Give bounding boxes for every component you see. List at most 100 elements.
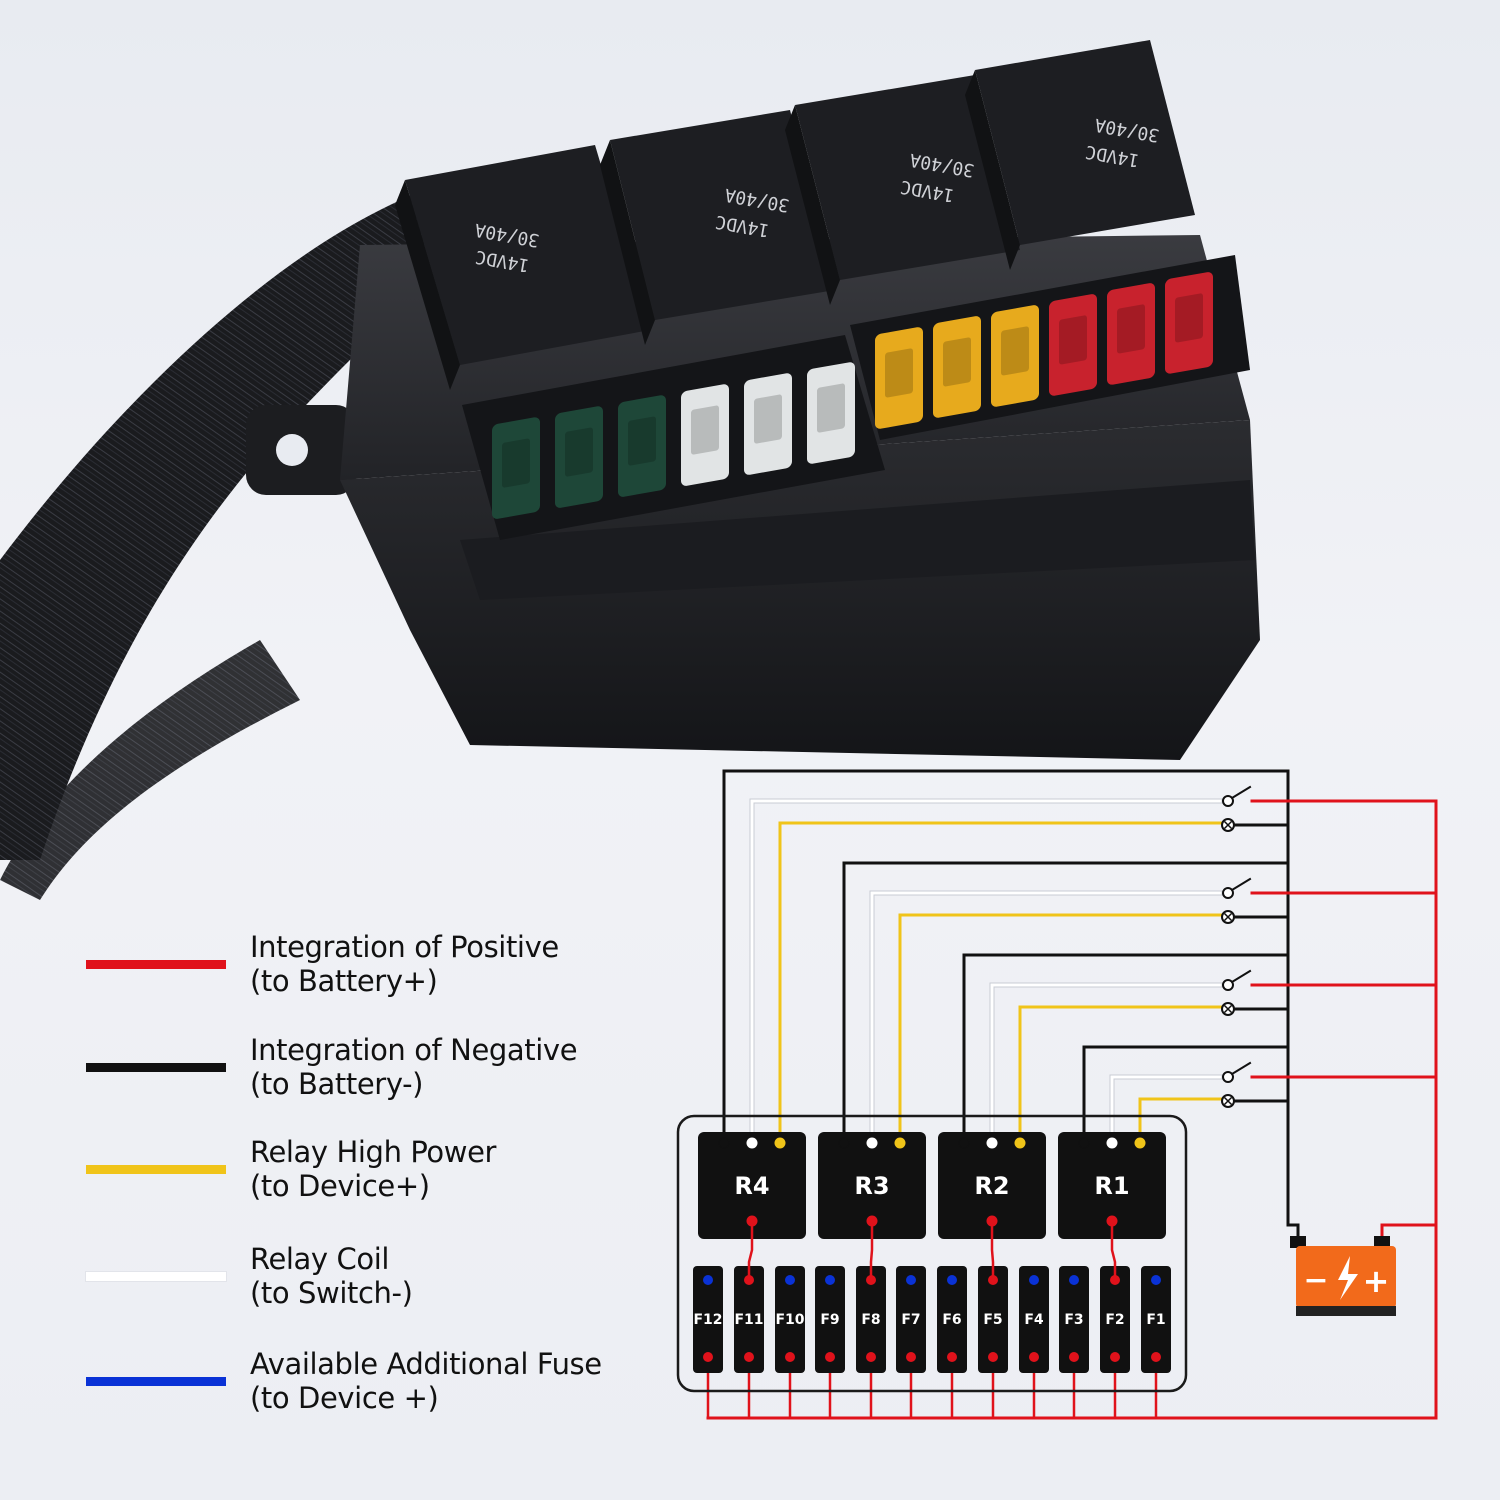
- braided-cable-lower: [0, 640, 300, 900]
- relay-label: R3: [854, 1172, 889, 1200]
- fuse-f4: F4: [1019, 1266, 1049, 1373]
- relay-ground-wire: [1082, 1045, 1290, 1146]
- relay-r3: R3: [818, 1132, 926, 1239]
- fuse-f1: F1: [1141, 1266, 1171, 1373]
- relay-block-3: 30/40A 14VDC: [600, 110, 835, 345]
- product-fuse: [933, 316, 981, 418]
- relay-label: R1: [1094, 1172, 1129, 1200]
- legend-subtitle: (to Switch-): [250, 1276, 413, 1310]
- legend-swatch: [86, 1272, 226, 1281]
- legend-text: Relay Coil(to Switch-): [250, 1242, 413, 1310]
- negative-rail: [1286, 769, 1300, 1242]
- relay-block-2: 30/40A 14VDC: [785, 75, 1020, 305]
- product-fuse: [1107, 283, 1155, 385]
- battery-neg-terminal: [1290, 1236, 1306, 1248]
- fuse-label: F4: [1024, 1312, 1044, 1328]
- relay-fuse-wire: [747, 1221, 754, 1280]
- switch-icon: [1222, 969, 1252, 991]
- battery-pos-terminal: [1374, 1236, 1390, 1248]
- product-fuse: [1049, 294, 1097, 396]
- legend-swatch: [86, 1165, 226, 1174]
- product-fuse: [875, 327, 923, 429]
- relay-fuse-wire: [990, 1221, 995, 1280]
- product-fuse: [744, 373, 792, 475]
- product-fuse: [807, 362, 855, 464]
- product-fuse: [991, 305, 1039, 407]
- legend-title: Relay High Power: [250, 1135, 497, 1169]
- product-fuse: [1165, 272, 1213, 374]
- mounting-hole: [276, 434, 308, 466]
- fuse-f8: F8: [856, 1266, 886, 1373]
- relay-r2: R2: [938, 1132, 1046, 1239]
- legend-title: Available Additional Fuse: [250, 1347, 602, 1381]
- relay-row: 30/40A 14VDC 30/40A 14VDC 30/40A 14VDC 3…: [395, 40, 1195, 390]
- battery-pos-sign: +: [1363, 1262, 1390, 1300]
- device-icon: [1221, 910, 1235, 924]
- relay-power-wire: [1138, 1097, 1224, 1146]
- battery-neg-sign: −: [1303, 1263, 1328, 1298]
- relay-coil-wire-outline: [749, 798, 1223, 1147]
- positive-rail: [706, 799, 1438, 1420]
- fuse-label: F3: [1064, 1312, 1083, 1328]
- switch-icon: [1222, 877, 1252, 899]
- relay-ground-wire: [962, 953, 1290, 1146]
- fuse-f11: F11: [734, 1266, 764, 1373]
- panel-outline: [676, 1114, 1188, 1393]
- product-fuse: [492, 417, 540, 519]
- fuse-label: F8: [861, 1312, 880, 1328]
- fuse-f10: F10: [775, 1266, 805, 1373]
- wiring-diagram: [706, 769, 1438, 1420]
- relay-coil-wire: [870, 891, 1222, 1146]
- device-icon: [1221, 1094, 1235, 1108]
- switch-icon: [1222, 785, 1252, 807]
- relay-coil-wire: [990, 983, 1222, 1146]
- legend-text: Integration of Negative(to Battery-): [250, 1033, 578, 1101]
- fuse-label: F11: [734, 1312, 763, 1328]
- legend-subtitle: (to Battery+): [250, 964, 438, 998]
- fuse-f3: F3: [1059, 1266, 1089, 1373]
- legend-title: Integration of Positive: [250, 930, 559, 964]
- device-icon: [1221, 1002, 1235, 1016]
- relay-coil-wire: [1110, 1075, 1222, 1146]
- relay-ground-wire: [842, 861, 1290, 1146]
- relay-block-4: 30/40A 14VDC: [395, 145, 650, 390]
- relay-label: R4: [734, 1172, 769, 1200]
- lightning-icon: [1338, 1256, 1358, 1300]
- relay-power-wire: [1018, 1005, 1224, 1146]
- legend-text: Relay High Power(to Device+): [250, 1135, 496, 1203]
- fuse-label: F1: [1146, 1312, 1165, 1328]
- relay-fuse-wire: [869, 1221, 874, 1280]
- fuse-f9: F9: [815, 1266, 845, 1373]
- fuse-label: F9: [820, 1312, 839, 1328]
- battery: −+: [1290, 1236, 1396, 1316]
- fuse-f2: F2: [1100, 1266, 1130, 1373]
- relay-block-1: 30/40A 14VDC: [965, 40, 1195, 270]
- legend-subtitle: (to Device +): [250, 1381, 439, 1415]
- relay-power-wire: [778, 821, 1224, 1146]
- fuse-f5: F5: [978, 1266, 1008, 1373]
- battery-base: [1296, 1306, 1396, 1316]
- product-fuse: [555, 406, 603, 508]
- fuse-f7: F7: [896, 1266, 926, 1373]
- legend-title: Integration of Negative: [250, 1033, 578, 1067]
- fuse-label: F7: [901, 1312, 920, 1328]
- fuse-label: F2: [1105, 1312, 1124, 1328]
- box-front-lip: [460, 480, 1255, 600]
- relay-coil-wire-outline: [869, 890, 1223, 1147]
- fuse-label: F12: [693, 1312, 722, 1328]
- fuse-f6: F6: [937, 1266, 967, 1373]
- relay-ground-wire: [722, 769, 1290, 1146]
- legend-text: Integration of Positive(to Battery+): [250, 930, 559, 998]
- relay-fuse-wire: [1110, 1221, 1117, 1280]
- fuse-f12: F12: [693, 1266, 723, 1373]
- product-fuse-row: [492, 272, 1213, 519]
- legend-text: Available Additional Fuse(to Device +): [250, 1347, 602, 1415]
- legend-subtitle: (to Device+): [250, 1169, 430, 1203]
- device-icon: [1221, 818, 1235, 832]
- product-fuse: [681, 384, 729, 486]
- relay-coil-wire: [750, 799, 1222, 1146]
- product-fuse: [618, 395, 666, 497]
- fuse-box-product: 30/40A 14VDC 30/40A 14VDC 30/40A 14VDC 3…: [0, 40, 1260, 900]
